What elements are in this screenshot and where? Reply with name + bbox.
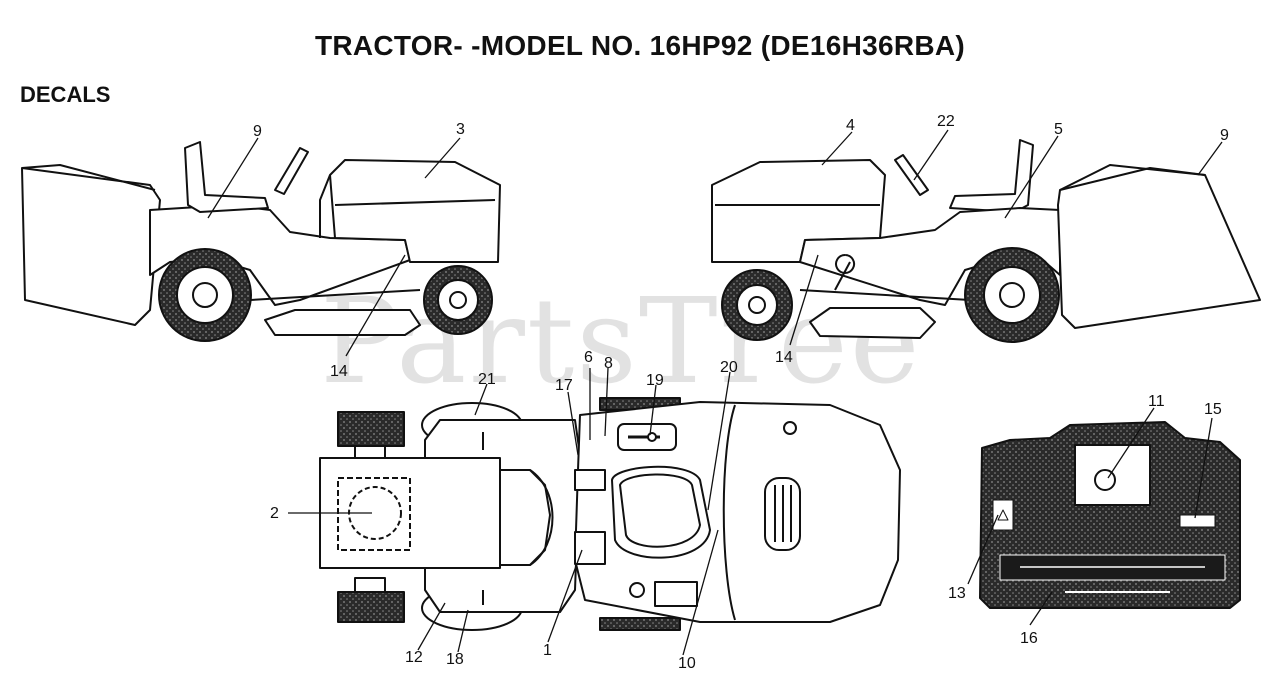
mower-deck: [809, 307, 936, 339]
callout-12: 12: [405, 649, 423, 666]
callout-15: 15: [1204, 401, 1222, 418]
steering-wheel: [894, 154, 929, 196]
callout-20: 20: [720, 359, 738, 376]
rear-tire-bottom: [337, 591, 405, 623]
grass-bag: [1057, 167, 1261, 329]
dash-panel-view: [967, 407, 1241, 626]
page-title: TRACTOR- -MODEL NO. 16HP92 (DE16H36RBA): [314, 30, 966, 61]
tractor-right-side-view: [711, 129, 1261, 346]
callout-14-right: 14: [775, 349, 793, 366]
callout-11: 11: [1148, 393, 1165, 410]
steering-wheel: [274, 147, 309, 195]
callout-18: 18: [446, 651, 464, 668]
callout-3: 3: [456, 121, 465, 138]
callout-9-right: 9: [1220, 127, 1229, 144]
callout-5: 5: [1054, 121, 1063, 138]
callout-2: 2: [270, 505, 279, 522]
seat: [184, 141, 269, 213]
callout-10: 10: [678, 655, 696, 672]
callout-14-left: 14: [330, 363, 348, 380]
callout-13: 13: [948, 585, 966, 602]
callout-9-left: 9: [253, 123, 262, 140]
grass-bag: [21, 167, 161, 326]
callout-21: 21: [478, 371, 496, 388]
tractor-left-side-view: [21, 137, 501, 357]
callout-19: 19: [646, 372, 664, 389]
callout-8: 8: [604, 355, 613, 372]
callout-22: 22: [937, 113, 955, 130]
mower-deck: [264, 309, 421, 336]
tractor-top-view: [288, 367, 901, 656]
callout-16: 16: [1020, 630, 1038, 647]
section-label-decals: DECALS: [20, 82, 111, 107]
front-tire-bottom: [599, 617, 681, 631]
callout-1: 1: [543, 642, 552, 659]
hood: [329, 159, 501, 263]
rear-tire-top: [337, 411, 405, 447]
callout-17: 17: [555, 377, 573, 394]
callout-4: 4: [846, 117, 855, 134]
seat: [949, 139, 1034, 213]
callout-6: 6: [584, 349, 593, 366]
